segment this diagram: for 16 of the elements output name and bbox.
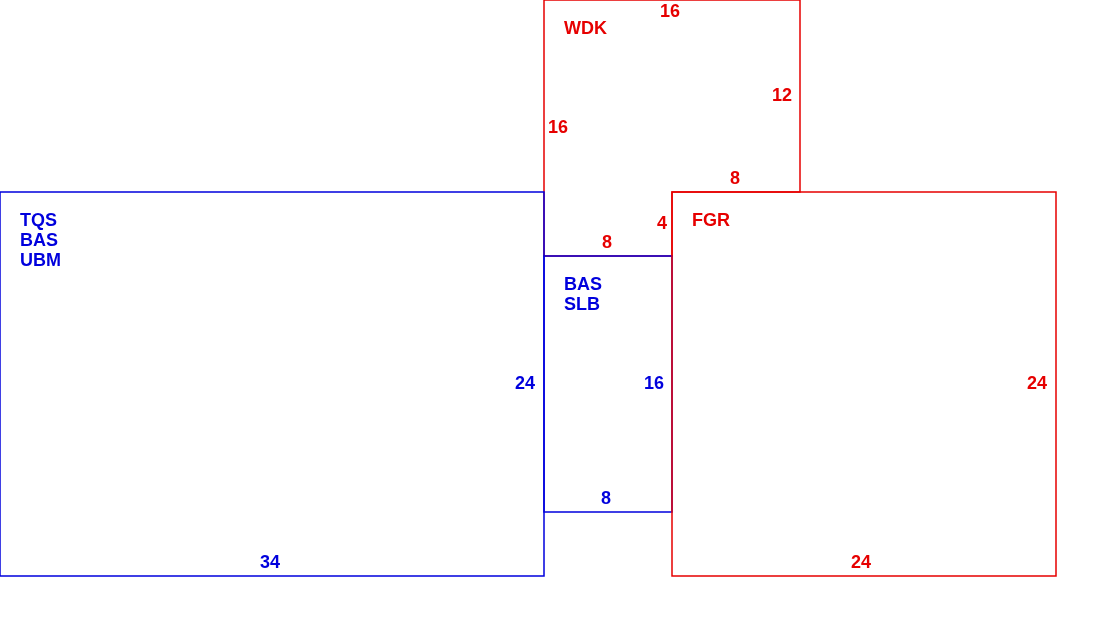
dimension-label: 24 xyxy=(515,373,536,393)
dimension-label: 8 xyxy=(602,232,612,252)
room-label: BAS SLB xyxy=(564,274,602,314)
dimension-label: 16 xyxy=(644,373,665,393)
room-label: FGR xyxy=(692,210,730,230)
room-label: TQS BAS UBM xyxy=(20,210,61,270)
dimension-label: 24 xyxy=(851,552,872,572)
dimension-label: 4 xyxy=(657,213,667,233)
dimension-label: 8 xyxy=(730,168,740,188)
dimension-label: 24 xyxy=(1027,373,1048,393)
room-label: WDK xyxy=(564,18,607,38)
dimension-label: 8 xyxy=(601,488,611,508)
dimension-label: 16 xyxy=(660,1,681,21)
dimension-label: 16 xyxy=(548,117,569,137)
dimension-label: 34 xyxy=(260,552,281,572)
dimension-label: 12 xyxy=(772,85,793,105)
